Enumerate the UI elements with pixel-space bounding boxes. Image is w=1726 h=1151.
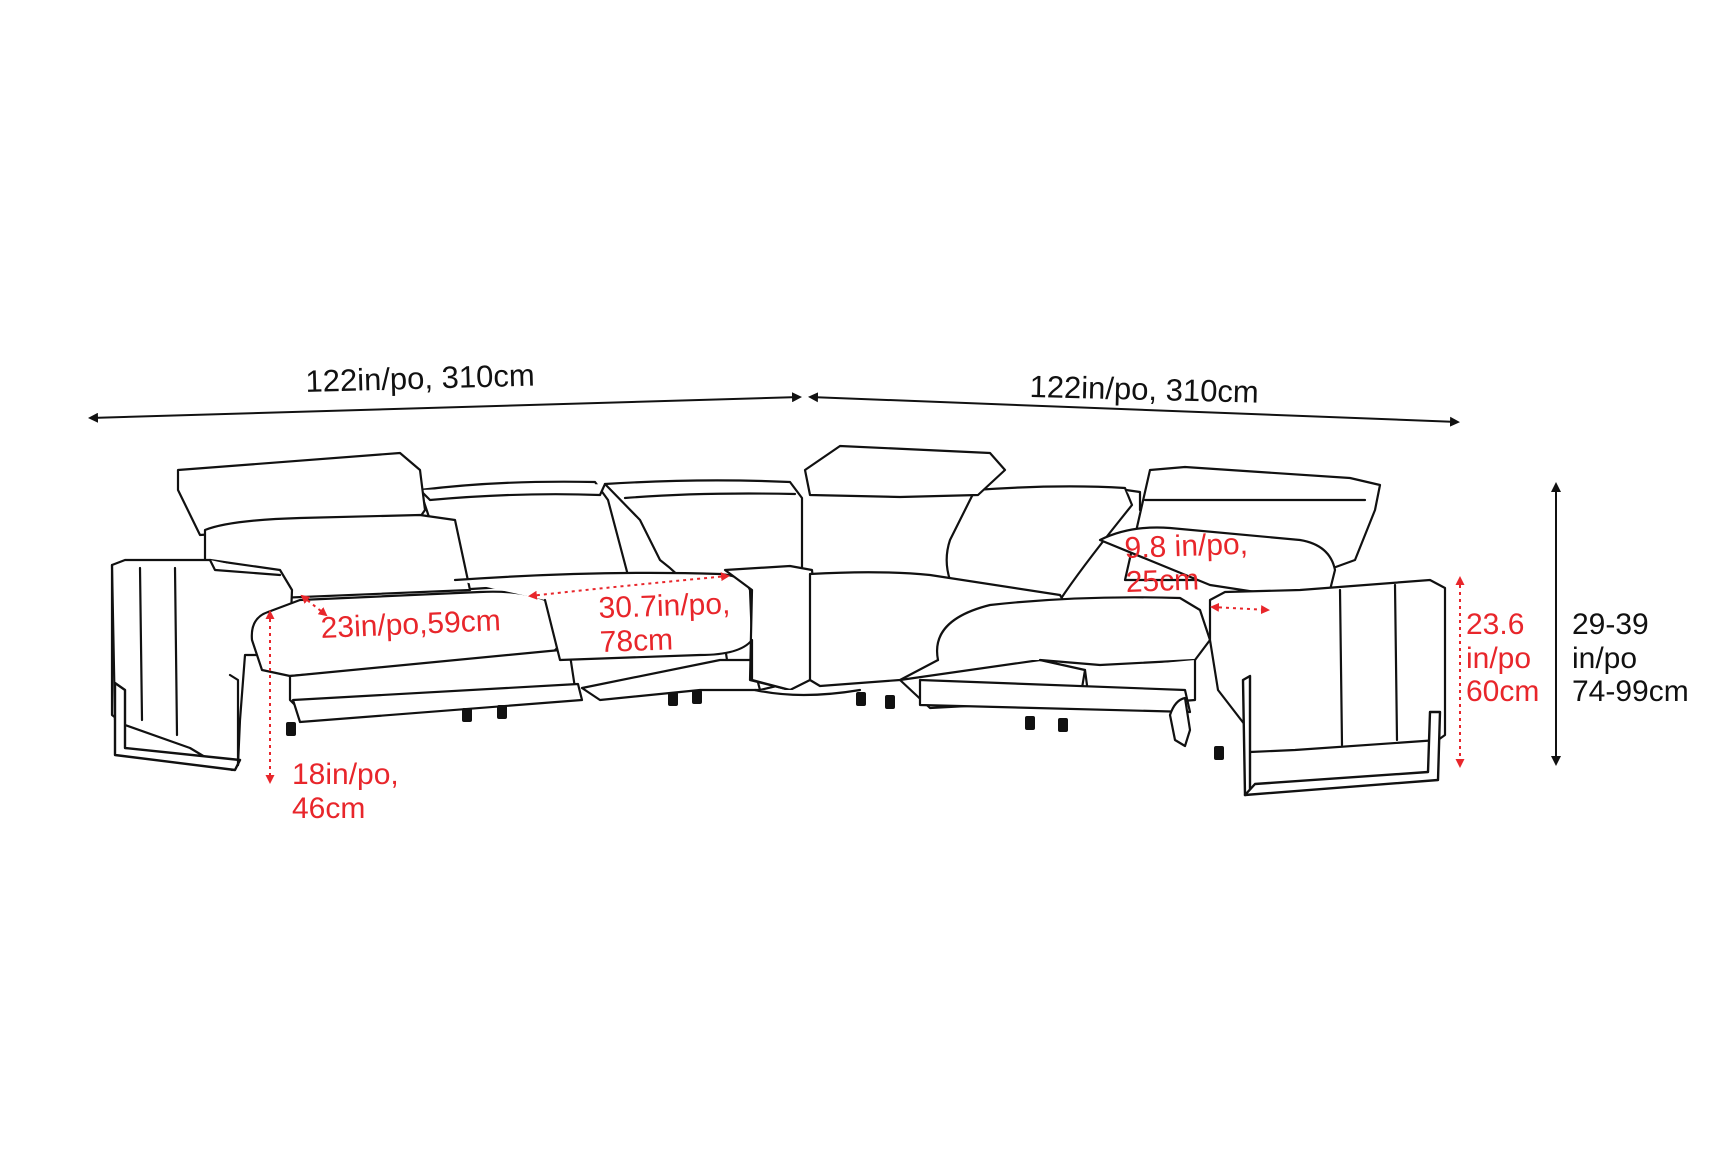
sofa-outline (110, 444, 1447, 797)
right-arm (1208, 578, 1447, 797)
arm-height-line-3: 60cm (1466, 675, 1540, 709)
seat-width-guide (528, 572, 730, 600)
arm-height-line-2: in/po (1466, 641, 1532, 675)
seat-height-label: 18in/po, 46cm (292, 758, 399, 825)
arm-height-label: 23.6 in/po 60cm (1466, 608, 1539, 709)
seat-width-label: 30.7in/po, 78cm (598, 587, 732, 659)
seat-width-line-1: 30.7in/po, (598, 587, 731, 625)
headrest-label: 9.8 in/po, 25cm (1124, 528, 1250, 599)
seat-width-line-2: 78cm (599, 623, 674, 659)
headrest-line-2: 25cm (1125, 563, 1200, 599)
headrest-line-1: 9.8 in/po, (1124, 527, 1249, 565)
width-arrow-left (88, 392, 802, 423)
left-arm (110, 558, 294, 772)
seat-height-line-2: 46cm (292, 791, 366, 825)
total-height-label: 29-39 in/po 74-99cm (1572, 608, 1689, 709)
total-height-line-3: 74-99cm (1572, 675, 1689, 709)
sofa-legs (286, 690, 1224, 760)
width-arrow-right (808, 392, 1460, 427)
right-headrest-cushion (1098, 526, 1337, 597)
right-seats (808, 571, 1212, 748)
width-label-right: 122in/po, 310cm (1029, 369, 1260, 410)
total-height-line-2: in/po (1572, 641, 1638, 675)
total-height-line-1: 29-39 (1572, 608, 1649, 641)
arm-height-line-1: 23.6 (1466, 608, 1525, 641)
width-label-left: 122in/po, 310cm (304, 357, 536, 399)
seat-height-line-1: 18in/po, (292, 758, 399, 791)
seat-depth-guide (300, 594, 328, 617)
measure-guides (265, 572, 1465, 784)
headrest-guide (1210, 602, 1270, 615)
